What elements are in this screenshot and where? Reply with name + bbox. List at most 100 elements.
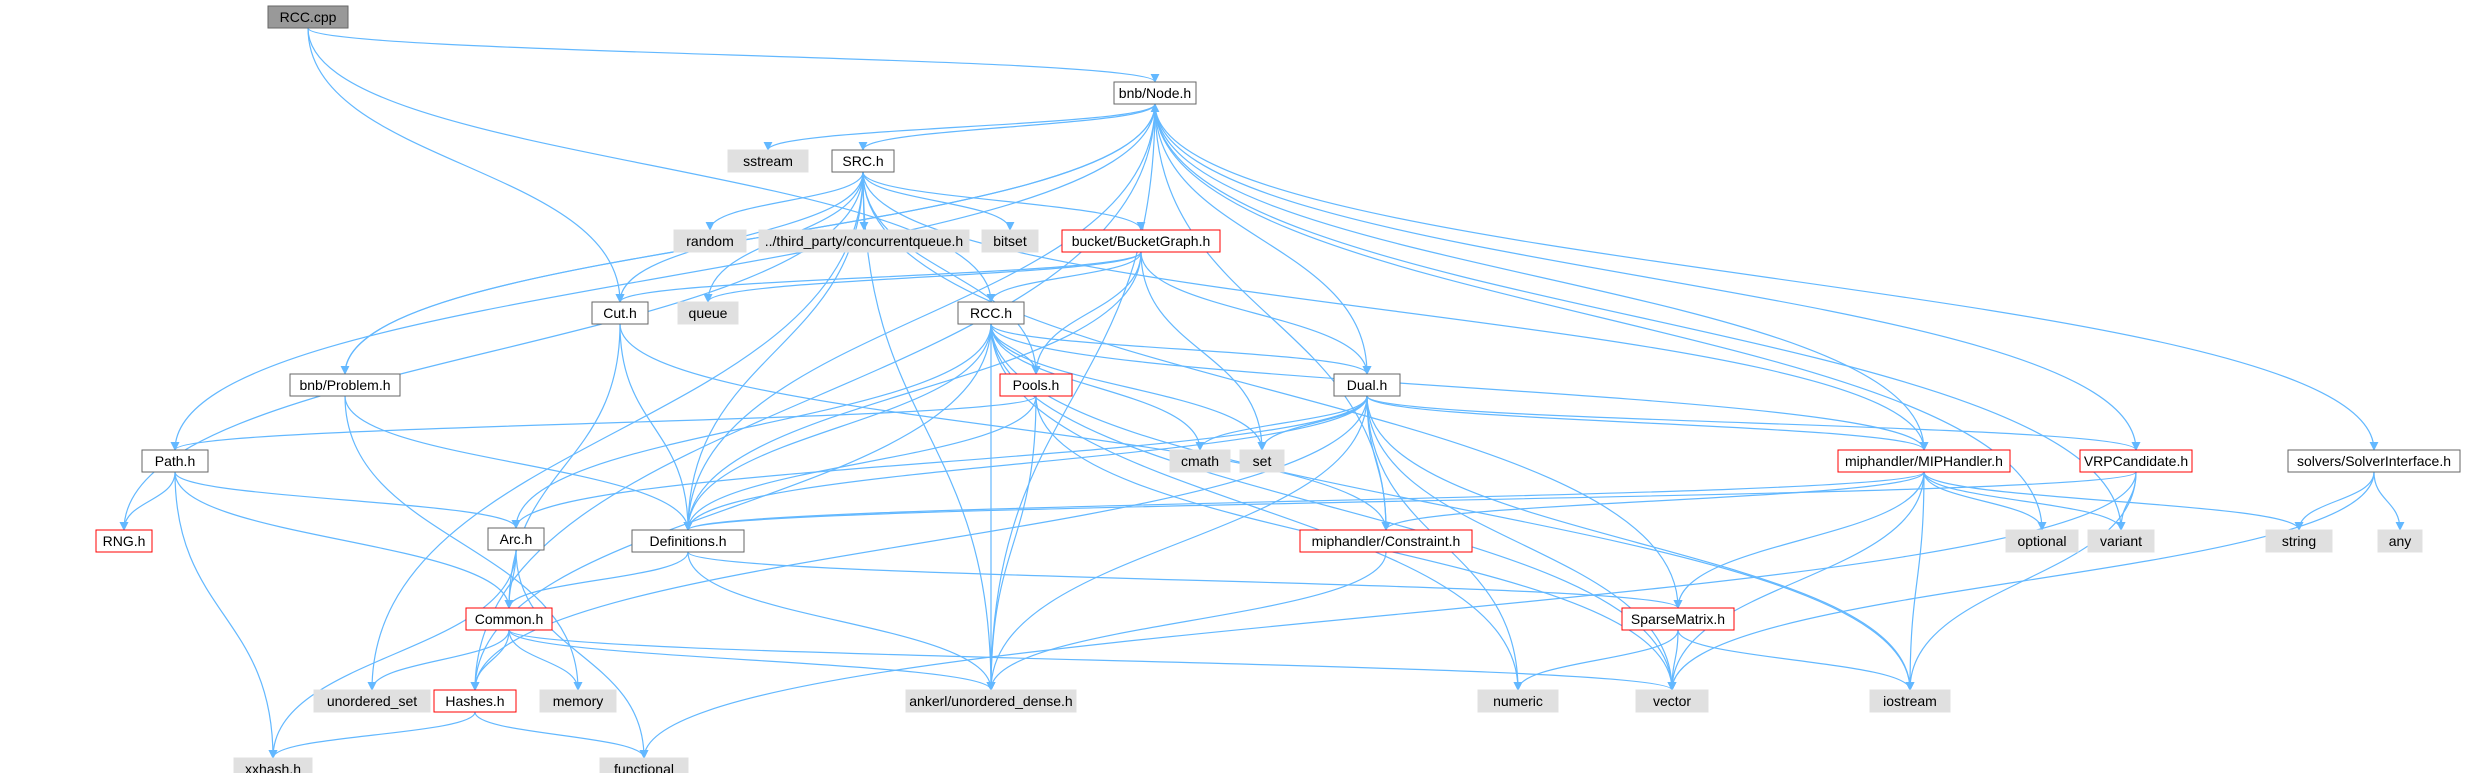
node-box-functional <box>599 757 689 773</box>
node-bitset: bitset <box>981 229 1039 253</box>
node-box-concurrentqueue <box>758 229 970 253</box>
edge-common_h-to-hashes_h <box>470 629 510 691</box>
node-memory: memory <box>539 689 617 713</box>
node-pools_h[interactable]: Pools.h <box>999 373 1073 397</box>
node-box-any <box>2377 529 2423 553</box>
node-box-pools_h <box>999 373 1073 397</box>
edge-src_h-to-unordered_set <box>367 171 864 691</box>
node-hashes_h[interactable]: Hashes.h <box>433 689 517 713</box>
edge-common_h-to-vector <box>508 629 1677 691</box>
node-solverinterface[interactable]: solvers/SolverInterface.h <box>2287 449 2461 473</box>
node-box-miphandler <box>1837 449 2011 473</box>
edge-pools_h-to-unordered_dense <box>986 395 1037 691</box>
node-dual_h[interactable]: Dual.h <box>1333 373 1401 397</box>
node-optional: optional <box>2005 529 2079 553</box>
node-common_h[interactable]: Common.h <box>465 607 553 631</box>
node-label-functional: functional <box>614 761 674 773</box>
node-box-unordered_dense <box>905 689 1077 713</box>
edge-problem_h-to-node_h <box>344 103 1160 375</box>
edge-node_h-to-src_h <box>858 103 1156 151</box>
node-box-sstream <box>727 149 809 173</box>
node-box-vector <box>1635 689 1709 713</box>
node-label-any: any <box>2389 533 2412 549</box>
edge-src_h-to-sparsematrix <box>862 171 1683 609</box>
node-label-rcc_h: RCC.h <box>970 305 1012 321</box>
node-box-sparsematrix <box>1621 607 1735 631</box>
edge-dual_h-to-miphandler <box>1366 395 1929 451</box>
edge-cut_h-to-common_h <box>504 323 621 609</box>
edge-vrpcandidate-to-definitions <box>683 471 2137 531</box>
node-box-path_h <box>141 449 209 473</box>
node-label-iostream: iostream <box>1883 693 1937 709</box>
node-label-unordered_set: unordered_set <box>327 693 417 709</box>
node-label-common_h: Common.h <box>475 611 543 627</box>
node-box-unordered_set <box>313 689 431 713</box>
node-queue: queue <box>677 301 739 325</box>
node-label-arc_h: Arc.h <box>500 531 533 547</box>
node-box-solverinterface <box>2287 449 2461 473</box>
node-src_h[interactable]: SRC.h <box>831 149 895 173</box>
node-label-miphandler: miphandler/MIPHandler.h <box>1845 453 2003 469</box>
edge-src_h-to-miphandler <box>862 171 1929 451</box>
node-label-optional: optional <box>2017 533 2066 549</box>
node-box-numeric <box>1477 689 1559 713</box>
node-concurrentqueue: ../third_party/concurrentqueue.h <box>758 229 970 253</box>
node-label-vrpcandidate: VRPCandidate.h <box>2084 453 2188 469</box>
node-label-problem_h: bnb/Problem.h <box>299 377 390 393</box>
node-rcc_cpp[interactable]: RCC.cpp <box>267 5 349 29</box>
edge-rcc_h-to-dual_h <box>990 323 1372 375</box>
edge-bucketgraph-to-cut_h <box>615 251 1142 303</box>
node-label-src_h: SRC.h <box>842 153 883 169</box>
edge-dual_h-to-cmath <box>1195 395 1368 451</box>
edge-rcc_cpp-to-node_h <box>307 27 1160 83</box>
node-path_h[interactable]: Path.h <box>141 449 209 473</box>
edge-node_h-to-definitions <box>683 103 1156 531</box>
edge-dual_h-to-hashes_h <box>470 395 1368 691</box>
node-definitions[interactable]: Definitions.h <box>631 529 745 553</box>
edge-definitions-to-unordered_dense <box>687 551 996 691</box>
node-variant: variant <box>2087 529 2155 553</box>
edge-vrpcandidate-to-functional <box>639 471 2137 759</box>
node-functional: functional <box>599 757 689 773</box>
node-constraint[interactable]: miphandler/Constraint.h <box>1299 529 1473 553</box>
node-set: set <box>1239 449 1285 473</box>
node-box-variant <box>2087 529 2155 553</box>
node-vector: vector <box>1635 689 1709 713</box>
edge-hashes_h-to-functional <box>474 711 649 759</box>
node-label-bucketgraph: bucket/BucketGraph.h <box>1072 233 1211 249</box>
node-label-definitions: Definitions.h <box>649 533 726 549</box>
edge-dual_h-to-definitions <box>683 395 1368 531</box>
node-bucketgraph[interactable]: bucket/BucketGraph.h <box>1061 229 1221 253</box>
edge-miphandler-to-string <box>1923 471 2304 531</box>
node-box-memory <box>539 689 617 713</box>
node-cut_h[interactable]: Cut.h <box>591 301 649 325</box>
edge-dual_h-to-iostream <box>1366 395 1915 691</box>
edge-common_h-to-unordered_set <box>367 629 510 691</box>
node-xxhash: xxhash.h <box>233 757 313 773</box>
node-box-common_h <box>465 607 553 631</box>
edge-node_h-to-variant <box>1154 103 2126 531</box>
edge-bucketgraph-to-definitions <box>683 251 1142 531</box>
node-arc_h[interactable]: Arc.h <box>487 527 545 551</box>
node-rng_h[interactable]: RNG.h <box>95 529 153 553</box>
edge-cut_h-to-constraint <box>619 323 1391 531</box>
edge-node_h-to-hashes_h <box>470 103 1156 691</box>
node-box-iostream <box>1869 689 1951 713</box>
edge-cut_h-to-definitions <box>619 323 693 531</box>
node-box-rcc_h <box>957 301 1025 325</box>
node-vrpcandidate[interactable]: VRPCandidate.h <box>2079 449 2193 473</box>
node-label-variant: variant <box>2100 533 2142 549</box>
node-box-definitions <box>631 529 745 553</box>
node-box-node_h <box>1113 81 1197 105</box>
node-node_h[interactable]: bnb/Node.h <box>1113 81 1197 105</box>
node-problem_h[interactable]: bnb/Problem.h <box>289 373 401 397</box>
edge-dual_h-to-arc_h <box>511 395 1368 529</box>
node-rcc_h[interactable]: RCC.h <box>957 301 1025 325</box>
node-label-solverinterface: solvers/SolverInterface.h <box>2297 453 2451 469</box>
edge-hashes_h-to-xxhash <box>268 711 476 759</box>
node-sparsematrix[interactable]: SparseMatrix.h <box>1621 607 1735 631</box>
node-miphandler[interactable]: miphandler/MIPHandler.h <box>1837 449 2011 473</box>
edge-common_h-to-memory <box>508 629 583 691</box>
node-box-bitset <box>981 229 1039 253</box>
node-label-dual_h: Dual.h <box>1347 377 1387 393</box>
